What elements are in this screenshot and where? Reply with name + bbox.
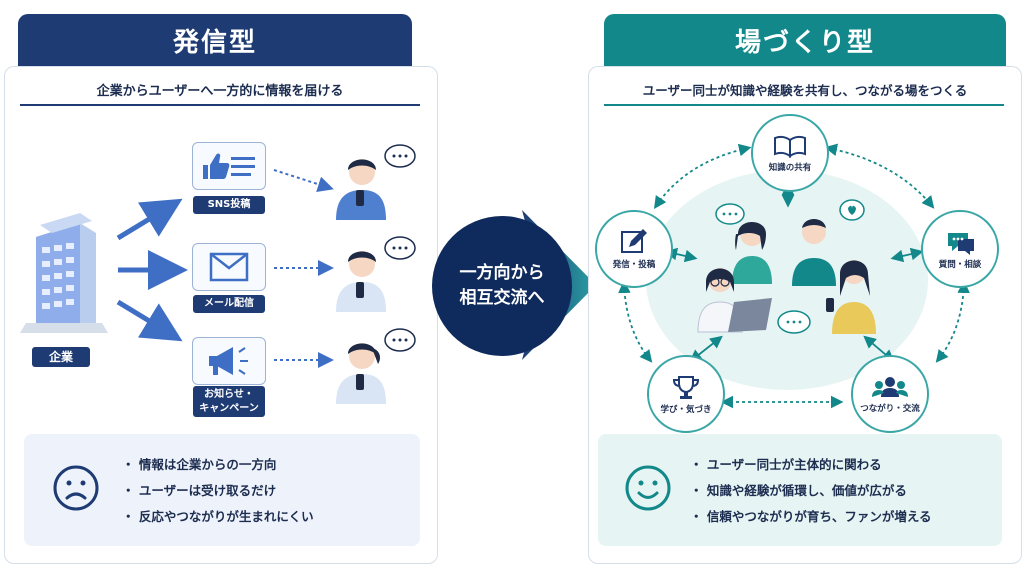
node-posting: 発信・投稿 <box>595 210 673 288</box>
node-learning-label: 学び・気づき <box>660 404 712 415</box>
left-summary-box <box>24 434 420 546</box>
delivery-arrows <box>273 169 334 368</box>
node-questions-label: 質問・相談 <box>938 259 982 270</box>
node-posting-label: 発信・投稿 <box>612 259 656 270</box>
node-questions: 質問・相談 <box>921 210 999 288</box>
edit-icon <box>621 228 647 253</box>
right-header: 場づくり型 <box>604 14 1006 66</box>
right-divider <box>604 104 1004 106</box>
megaphone-icon <box>209 347 248 375</box>
left-bullet-2: ・ ユーザーは受け取るだけ <box>122 483 277 498</box>
mail-tag: メール配信 <box>193 295 265 313</box>
node-connections-label: つながり・交流 <box>860 403 920 414</box>
sad-face-icon <box>53 465 99 511</box>
company-label: 企業 <box>32 347 90 368</box>
happy-face-icon <box>625 465 671 511</box>
node-knowledge-sharing-label: 知識の共有 <box>768 162 812 173</box>
left-bullet-1: ・ 情報は企業からの一方向 <box>122 457 277 472</box>
node-knowledge-sharing: 知識の共有 <box>751 114 829 192</box>
sns-tag: SNS投稿 <box>193 196 265 214</box>
left-bullet-3: ・ 反応やつながりが生まれにくい <box>122 509 314 524</box>
trophy-icon <box>672 375 700 399</box>
sns-card <box>192 142 266 190</box>
node-connections: つながり・交流 <box>851 355 929 433</box>
transition-circle: 一方向から 相互交流へ <box>432 216 572 356</box>
group-icon <box>872 376 908 397</box>
left-bullets: ・ 情報は企業からの一方向 ・ ユーザーは受け取るだけ ・ 反応やつながりが生ま… <box>122 452 314 530</box>
right-bullet-3: ・ 信頼やつながりが育ち、ファンが増える <box>690 509 932 524</box>
broadcast-arrows <box>116 198 188 342</box>
user-1-icon <box>336 144 416 220</box>
user-2-icon <box>336 236 416 312</box>
left-header: 発信型 <box>18 14 412 66</box>
campaign-tag: お知らせ・ キャンペーン <box>193 386 265 417</box>
right-bullets: ・ ユーザー同士が主体的に関わる ・ 知識や経験が循環し、価値が広がる ・ 信頼… <box>690 452 932 530</box>
left-divider <box>20 104 420 106</box>
chat-icon <box>948 232 974 255</box>
book-icon <box>774 135 806 158</box>
transition-line-1: 一方向から <box>459 263 545 284</box>
transition-line-2: 相互交流へ <box>459 288 545 308</box>
right-bullet-1: ・ ユーザー同士が主体的に関わる <box>690 457 882 472</box>
campaign-card <box>192 337 266 385</box>
community-connections <box>618 143 970 409</box>
envelope-icon <box>209 252 249 282</box>
node-learning: 学び・気づき <box>647 355 725 433</box>
right-subtitle: ユーザー同士が知識や経験を共有し、つながる場をつくる <box>642 83 968 98</box>
left-subtitle: 企業からユーザーへ一方的に情報を届ける <box>96 84 344 99</box>
user-3-icon <box>336 328 416 404</box>
company-building-icon <box>20 213 108 333</box>
thumbs-up-icon <box>203 153 255 179</box>
right-summary-box <box>598 434 1002 546</box>
right-bullet-2: ・ 知識や経験が循環し、価値が広がる <box>690 483 907 498</box>
mail-card <box>192 243 266 291</box>
community-people-illustration <box>697 199 876 334</box>
